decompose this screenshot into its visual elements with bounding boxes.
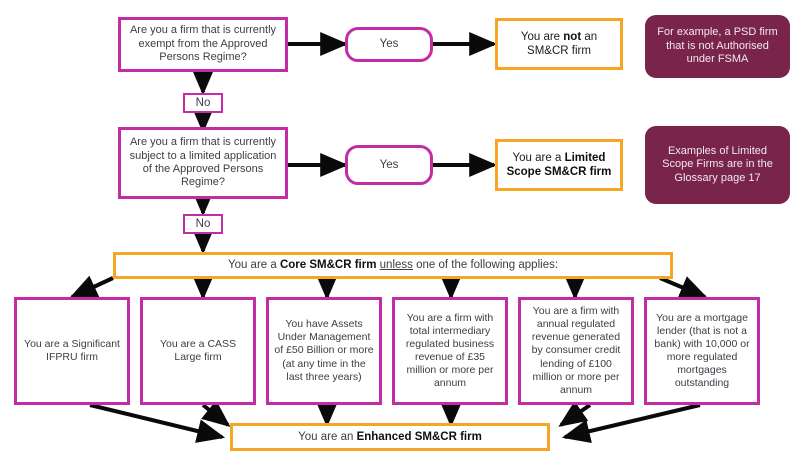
core-band-text: You are a Core SM&CR firm unless one of …: [228, 258, 558, 272]
yes-label-2: Yes: [379, 158, 399, 171]
criteria-box-significant-ifpru: You are a Significant IFPRU firm: [14, 297, 130, 405]
question-box-2: Are you a firm that is currently subject…: [118, 127, 288, 199]
core-band-bold: Core SM&CR firm: [279, 259, 377, 272]
yes-pill-1: Yes: [345, 27, 433, 62]
question-1-text: Are you a firm that is currently exempt …: [129, 24, 277, 64]
outcome-2-text: You are a Limited Scope SM&CR firm: [506, 151, 612, 179]
no-chip-2: No: [183, 214, 223, 234]
outcome-2-bold: Limited Scope SM&CR firm: [506, 151, 612, 178]
criteria-box-cass-large: You are a CASS Large firm: [140, 297, 256, 405]
criteria-box-mortgage-lender: You are a mortgage lender (that is not a…: [644, 297, 760, 405]
core-band-underlined: unless: [379, 259, 413, 272]
outcome-1-suffix: an SM&CR firm: [527, 30, 598, 57]
core-firm-band: You are a Core SM&CR firm unless one of …: [113, 252, 673, 279]
criteria-2-text: You are a CASS Large firm: [159, 337, 237, 363]
question-box-1: Are you a firm that is currently exempt …: [118, 17, 288, 72]
no-label-1: No: [195, 96, 211, 109]
criteria-box-consumer-credit: You are a firm with annual regulated rev…: [518, 297, 634, 405]
criteria-6-text: You are a mortgage lender (that is not a…: [654, 311, 750, 390]
note-2-text: Examples of Limited Scope Firms are in t…: [662, 144, 773, 184]
yes-pill-2: Yes: [345, 145, 433, 185]
yes-label-1: Yes: [379, 38, 399, 51]
criteria-box-intermediary-revenue: You are a firm with total intermediary r…: [392, 297, 508, 405]
note-box-psd-example: For example, a PSD firm that is not Auth…: [645, 15, 790, 78]
criteria-4-text: You are a firm with total intermediary r…: [405, 311, 495, 390]
no-chip-1: No: [183, 93, 223, 113]
criteria-5-text: You are a firm with annual regulated rev…: [531, 305, 621, 396]
criteria-box-aum: You have Assets Under Management of £50 …: [266, 297, 382, 405]
core-band-prefix: You are a: [227, 259, 280, 272]
outcome-1-text: You are not an SM&CR firm: [506, 30, 612, 58]
enhanced-band-prefix: You are an: [298, 430, 357, 443]
criteria-3-text: You have Assets Under Management of £50 …: [274, 318, 374, 383]
enhanced-firm-band: You are an Enhanced SM&CR firm: [230, 423, 550, 451]
core-band-suffix: one of the following applies:: [412, 259, 559, 272]
enhanced-band-text: You are an Enhanced SM&CR firm: [298, 430, 482, 444]
criteria-1-text: You are a Significant IFPRU firm: [24, 337, 120, 363]
note-1-text: For example, a PSD firm that is not Auth…: [657, 26, 778, 66]
outcome-box-limited-scope: You are a Limited Scope SM&CR firm: [495, 139, 623, 191]
outcome-2-prefix: You are a: [512, 151, 565, 164]
question-2-text: Are you a firm that is currently subject…: [129, 136, 277, 189]
outcome-1-bold: not: [563, 30, 582, 43]
note-box-limited-scope-glossary: Examples of Limited Scope Firms are in t…: [645, 126, 790, 204]
enhanced-band-bold: Enhanced SM&CR firm: [356, 430, 482, 443]
no-label-2: No: [195, 217, 211, 230]
outcome-box-not-smcr: You are not an SM&CR firm: [495, 18, 623, 70]
outcome-1-prefix: You are: [520, 30, 564, 43]
